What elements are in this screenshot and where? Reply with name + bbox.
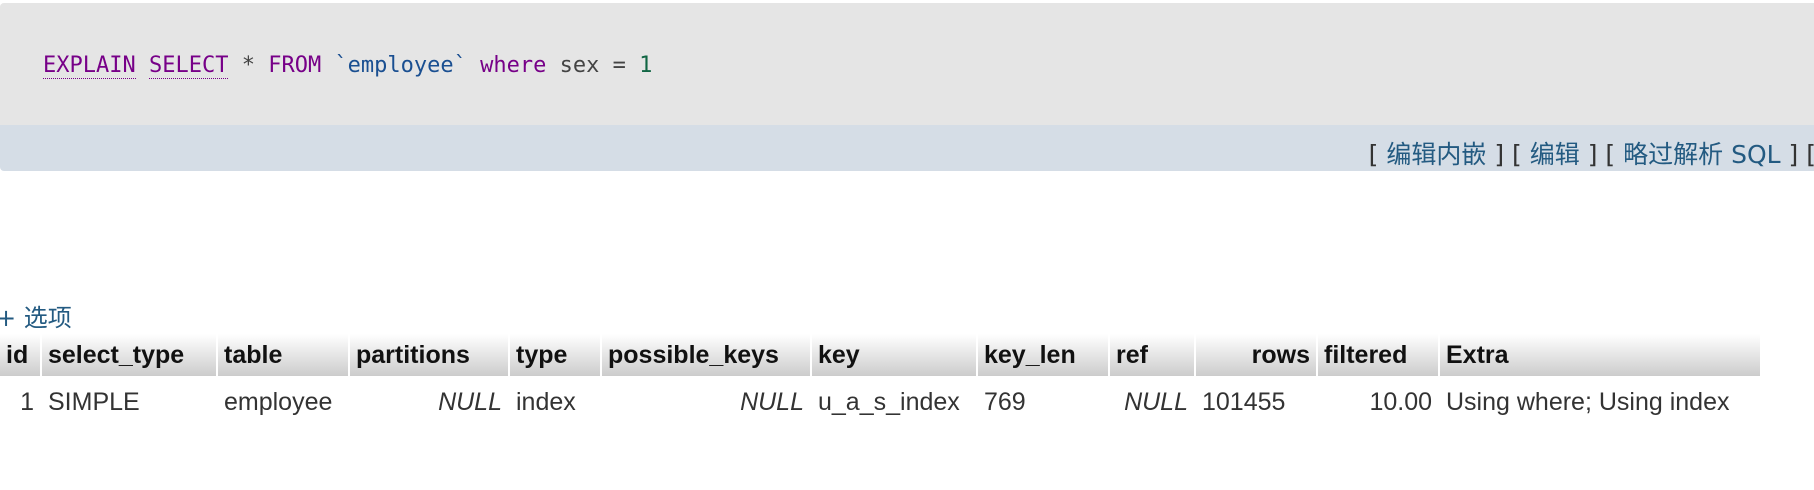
column-header-key-len[interactable]: key_len bbox=[978, 334, 1108, 376]
table-header-row: id select_type table partitions type pos… bbox=[0, 334, 1760, 376]
column-header-rows[interactable]: rows bbox=[1196, 334, 1316, 376]
cell-select-type: SIMPLE bbox=[48, 387, 140, 416]
cell-key: u_a_s_index bbox=[818, 387, 960, 416]
cell-type: index bbox=[516, 387, 576, 416]
sql-keyword-from: FROM bbox=[268, 53, 322, 78]
cell-rows: 101455 bbox=[1202, 387, 1286, 416]
sql-star: * bbox=[241, 53, 255, 78]
sql-operator: = bbox=[612, 53, 626, 78]
column-header-extra[interactable]: Extra bbox=[1440, 334, 1760, 376]
edit-inline-link[interactable]: 编辑内嵌 bbox=[1386, 140, 1487, 169]
bracket: ] [ bbox=[1587, 140, 1616, 169]
cell-partitions: NULL bbox=[438, 387, 502, 416]
sql-keyword-select[interactable]: SELECT bbox=[148, 53, 229, 79]
edit-link[interactable]: 编辑 bbox=[1529, 140, 1580, 169]
sql-keyword-where: where bbox=[480, 53, 547, 78]
column-header-filtered[interactable]: filtered bbox=[1318, 334, 1438, 376]
column-header-partitions[interactable]: partitions bbox=[350, 334, 508, 376]
column-header-ref[interactable]: ref bbox=[1110, 334, 1194, 376]
cell-table: employee bbox=[224, 387, 333, 416]
column-header-key[interactable]: key bbox=[812, 334, 976, 376]
skip-parse-sql-link[interactable]: 略过解析 SQL bbox=[1623, 140, 1781, 169]
cell-possible-keys: NULL bbox=[740, 387, 804, 416]
explain-result-table: id select_type table partitions type pos… bbox=[0, 334, 1762, 428]
bracket: [ bbox=[1368, 140, 1379, 169]
sql-value: 1 bbox=[639, 53, 653, 78]
sql-table-name: `employee` bbox=[334, 53, 467, 78]
cell-key-len: 769 bbox=[984, 387, 1026, 416]
sql-column: sex bbox=[559, 53, 600, 78]
sql-query-box: EXPLAIN SELECT * FROM `employee` where s… bbox=[0, 3, 1814, 125]
cell-filtered: 10.00 bbox=[1369, 387, 1432, 416]
bracket: ] [ bbox=[1788, 140, 1814, 169]
column-header-table[interactable]: table bbox=[218, 334, 348, 376]
column-header-id[interactable]: id bbox=[0, 334, 40, 376]
query-action-bar: [ 编辑内嵌 ] [ 编辑 ] [ 略过解析 SQL ] [ bbox=[0, 125, 1814, 171]
options-toggle[interactable]: + 选项 bbox=[0, 304, 72, 332]
bracket: ] [ bbox=[1494, 140, 1522, 169]
column-header-possible-keys[interactable]: possible_keys bbox=[602, 334, 810, 376]
column-header-select-type[interactable]: select_type bbox=[42, 334, 216, 376]
column-header-type[interactable]: type bbox=[510, 334, 600, 376]
table-row: 1 SIMPLE employee NULL index NULL u_a_s_… bbox=[0, 376, 1760, 428]
cell-ref: NULL bbox=[1124, 387, 1188, 416]
query-action-links: [ 编辑内嵌 ] [ 编辑 ] [ 略过解析 SQL ] [ bbox=[1369, 135, 1814, 171]
sql-keyword-explain[interactable]: EXPLAIN bbox=[43, 53, 136, 79]
sql-query-text: EXPLAIN SELECT * FROM `employee` where s… bbox=[43, 53, 653, 79]
cell-extra: Using where; Using index bbox=[1446, 387, 1730, 416]
cell-id: 1 bbox=[20, 387, 34, 416]
